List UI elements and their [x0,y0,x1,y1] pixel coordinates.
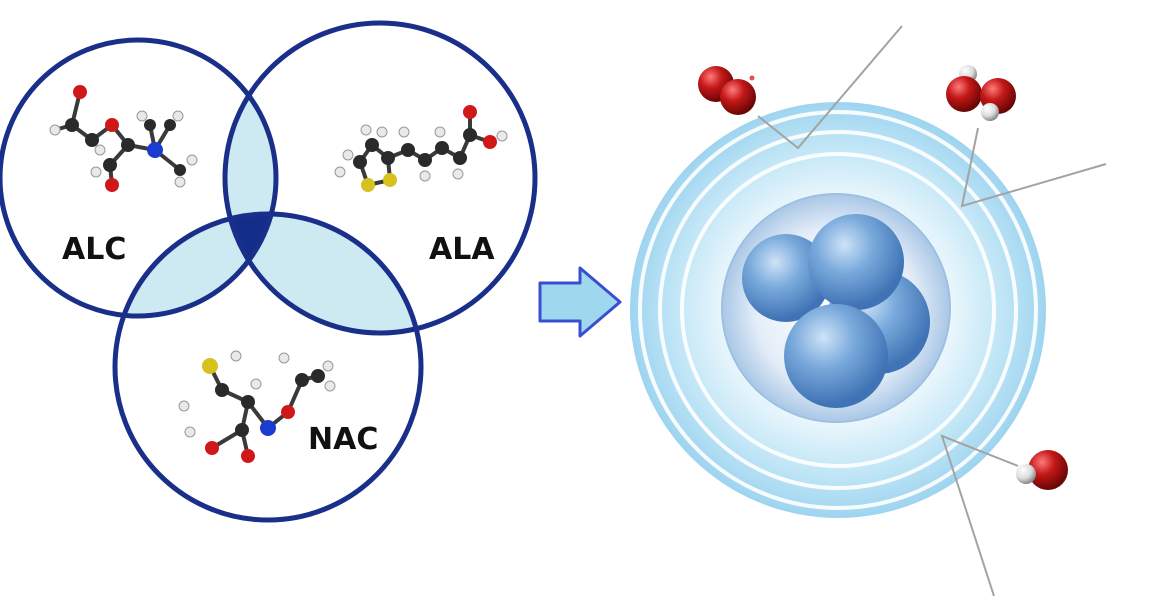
circle-alc [0,37,279,319]
right-arrow-icon [538,266,622,338]
circle-nac [112,211,424,523]
radical-molecule-bottom-right-icon [1016,450,1068,490]
overlap-alc-nac [115,214,276,316]
cell-illustration [630,25,1107,596]
ala-molecule-icon [334,105,508,192]
overlap-ala-nac [225,214,421,333]
cell-ring-inner [680,152,996,468]
circle-ala [222,20,538,336]
label-alc: ALC [62,232,126,267]
nucleus-lobes [742,214,930,408]
alc-molecule-icon [49,85,198,192]
nac-molecule-icon [178,350,336,463]
label-nac: NAC [308,422,378,457]
radical-molecule-top-left-icon [698,66,756,115]
cell-ring-middle [658,130,1018,490]
cell-ring-outer [638,110,1038,510]
label-ala: ALA [429,232,495,267]
venn-diagram: ALC ALA NAC [0,20,538,523]
radical-molecule-top-right-icon [946,65,1016,121]
pointer-lines [757,25,1107,596]
